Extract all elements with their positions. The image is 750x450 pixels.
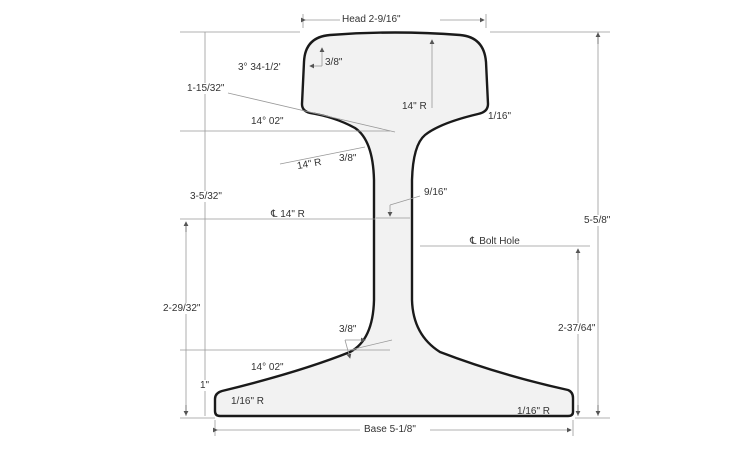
bolt-hole-height-left-label: 2-29/32" [161,303,203,314]
web-thickness-label: 9/16" [424,187,448,198]
base-fillet-label: 3/8" [339,324,357,335]
base-left-corner-label: 1/16" R [231,396,265,407]
base-right-corner-label: 1/16" R [517,406,551,417]
head-top-radius-label: 14" R [402,101,427,112]
base-width-label: Base 5-1/8" [362,424,418,435]
bolt-hole-label: ℄ Bolt Hole [470,236,520,247]
total-height-label: 5-5/8" [582,215,613,226]
head-corner-radius-label: 3/8" [325,57,343,68]
bolt-hole-height-right-label: 2-37/64" [556,323,598,334]
head-width-label: Head 2-9/16" [340,14,403,25]
head-fillet-label: 3/8" [339,153,357,164]
head-underside-corner-label: 1/16" [488,111,512,122]
rail-profile [213,31,575,418]
head-underside-angle-label: 14° 02" [251,116,284,127]
head-depth-label: 1-15/32" [185,83,227,94]
base-top-angle-label: 14° 02" [251,362,284,373]
head-side-angle-label: 3° 34-1/2' [238,62,281,73]
web-height-label: 3-5/32" [188,191,224,202]
web-centerline-radius-label: ℄ 14" R [271,209,305,220]
base-thickness-label: 1" [198,380,212,391]
